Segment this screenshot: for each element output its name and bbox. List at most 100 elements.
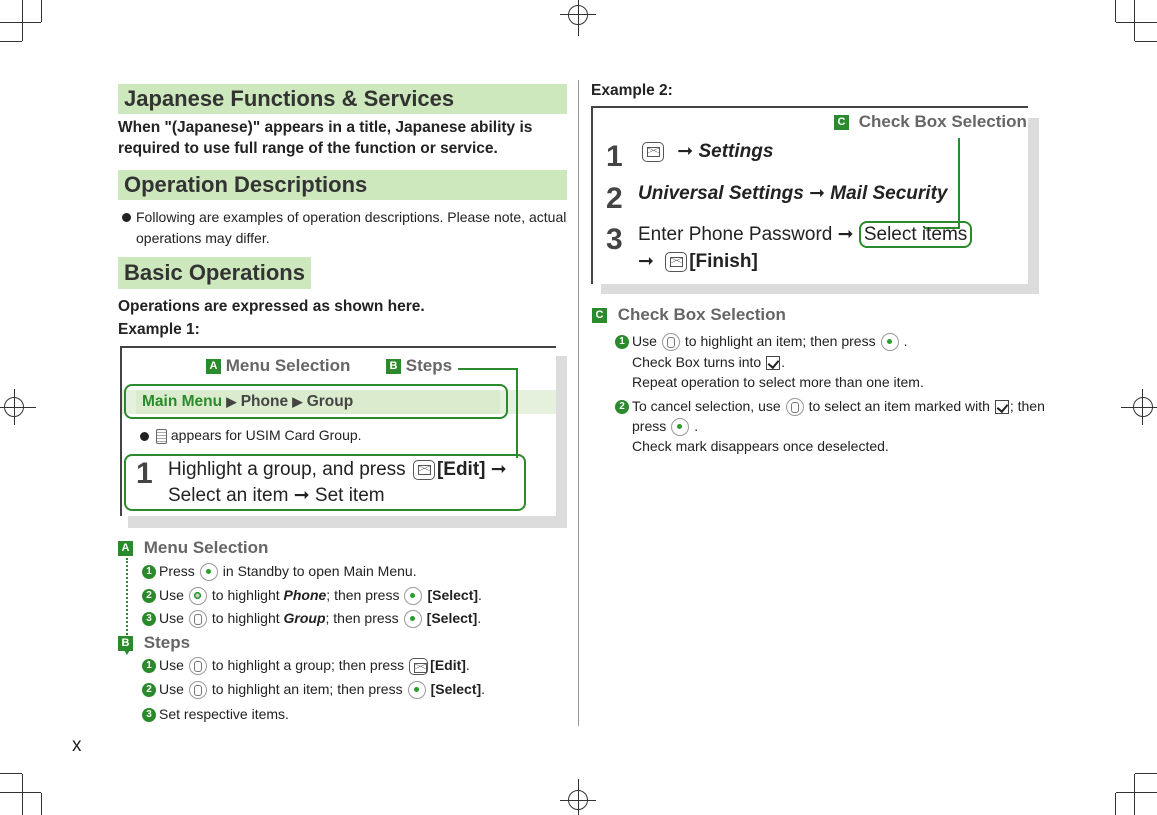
callout-menu-selection: A Menu Selection <box>206 356 359 376</box>
arrow: ➞ <box>638 251 654 272</box>
text: to highlight <box>211 610 280 626</box>
path-phone: Phone <box>240 393 289 410</box>
arrow: ➞ <box>809 183 825 204</box>
callout-check-box: C Check Box Selection <box>834 112 1027 132</box>
label-c: C <box>834 115 849 131</box>
text: . <box>481 681 486 697</box>
mail-security-text: Mail Security <box>830 183 948 204</box>
multi-selector-icon <box>188 587 207 606</box>
group-text: Group <box>283 610 326 626</box>
enter-password-text: Enter Phone Password <box>638 224 833 245</box>
label-a: A <box>206 359 221 375</box>
bullet-num: 2 <box>142 589 156 604</box>
text: To cancel selection, use <box>632 398 781 414</box>
bullet-num: 2 <box>615 400 629 415</box>
sec-c-item-1-line3: Repeat operation to select more than one… <box>632 374 924 390</box>
bullet-dot-2 <box>140 432 149 441</box>
text: ; then press <box>325 610 399 626</box>
ex2-step-number-3: 3 <box>606 223 623 256</box>
ex2-step-number-1: 1 <box>606 140 623 173</box>
text: to highlight an item; then press <box>684 333 876 349</box>
label-b-2: B <box>118 636 133 652</box>
center-key-icon <box>199 563 218 582</box>
center-key-icon <box>407 681 426 700</box>
menu-path: Main Menu ▶ Phone ▶ Group <box>142 393 353 411</box>
usim-note: appears for USIM Card Group. <box>156 427 362 444</box>
mail-key-icon <box>412 459 435 480</box>
heading-japanese-functions: Japanese Functions & Services <box>118 84 567 114</box>
check-connector-h <box>924 227 960 229</box>
step-number-1: 1 <box>136 457 153 490</box>
callout-steps: B Steps <box>386 356 459 376</box>
settings-text: Settings <box>698 141 774 162</box>
arrow: ➞ <box>837 224 854 245</box>
text: . <box>694 418 699 434</box>
page-number: x <box>72 735 82 756</box>
text: Check Box turns into <box>632 354 762 370</box>
text: . <box>903 333 908 349</box>
center-key-icon <box>404 587 423 606</box>
text: Use <box>159 657 184 673</box>
op-bullet-line2: operations may differ. <box>136 230 270 246</box>
bullet-num: 1 <box>142 565 156 580</box>
text: to highlight an item; then press <box>211 681 403 697</box>
arrow: ➞ <box>490 459 507 480</box>
path-group: Group <box>306 393 354 410</box>
bullet-num: 2 <box>142 683 156 698</box>
text: to highlight a group; then press <box>211 657 405 673</box>
text: . <box>478 587 482 603</box>
basic-operations-text: Operations are expressed as shown here. <box>118 298 425 315</box>
ex2-step-3-line2: ➞ [Finish] <box>638 250 758 273</box>
up-down-key-icon <box>785 398 804 417</box>
dashed-connector <box>126 558 128 646</box>
column-divider <box>578 80 579 726</box>
mail-key-icon <box>409 657 429 675</box>
text: Use <box>632 333 657 349</box>
text: ; then press <box>326 587 400 603</box>
text: Press <box>159 563 195 579</box>
text: to select an item marked with <box>808 398 990 414</box>
bullet-num: 1 <box>142 659 156 674</box>
text: ; then <box>1009 398 1045 414</box>
text: Use <box>159 681 184 697</box>
bullet-dot <box>122 213 131 222</box>
checked-box-icon <box>766 356 781 371</box>
universal-settings-text: Universal Settings <box>638 183 804 204</box>
callout-check-box-text: Check Box Selection <box>858 112 1027 131</box>
text: Use <box>159 610 184 626</box>
phone-text: Phone <box>283 587 327 603</box>
ex1-step-line2: Select an item ➞ Set item <box>168 484 385 507</box>
up-down-key-icon <box>188 610 207 629</box>
section-a-title-text: Menu Selection <box>143 538 269 557</box>
finish-softkey: [Finish] <box>689 251 758 272</box>
label-c-2: C <box>592 308 607 324</box>
edit-softkey: [Edit] <box>436 459 486 480</box>
op-bullet-line1: Following are examples of operation desc… <box>136 209 567 225</box>
text: Use <box>159 587 184 603</box>
up-down-key-icon <box>661 333 680 352</box>
path-arrow: ▶ <box>226 394 237 409</box>
bullet-num: 3 <box>142 612 156 627</box>
heading-basic-operations: Basic Operations <box>118 257 311 289</box>
ex2-step-2: Universal Settings ➞ Mail Security <box>638 182 947 205</box>
select-softkey: [Select] <box>430 681 482 697</box>
center-key-icon <box>671 418 690 437</box>
example-1-label: Example 1: <box>118 321 200 338</box>
label-a-2: A <box>118 541 133 557</box>
ex1-step-line1-text: Highlight a group, and press <box>168 459 406 480</box>
select-items-text: Select items <box>858 221 973 248</box>
ex1-select-item: Select an item <box>168 485 289 506</box>
checked-box-icon <box>994 400 1009 415</box>
section-b-title-text: Steps <box>143 633 191 652</box>
example-2-label: Example 2: <box>591 82 673 99</box>
up-down-key-icon <box>188 657 207 676</box>
callout-menu-selection-text: Menu Selection <box>225 356 351 375</box>
text: . <box>781 354 785 370</box>
